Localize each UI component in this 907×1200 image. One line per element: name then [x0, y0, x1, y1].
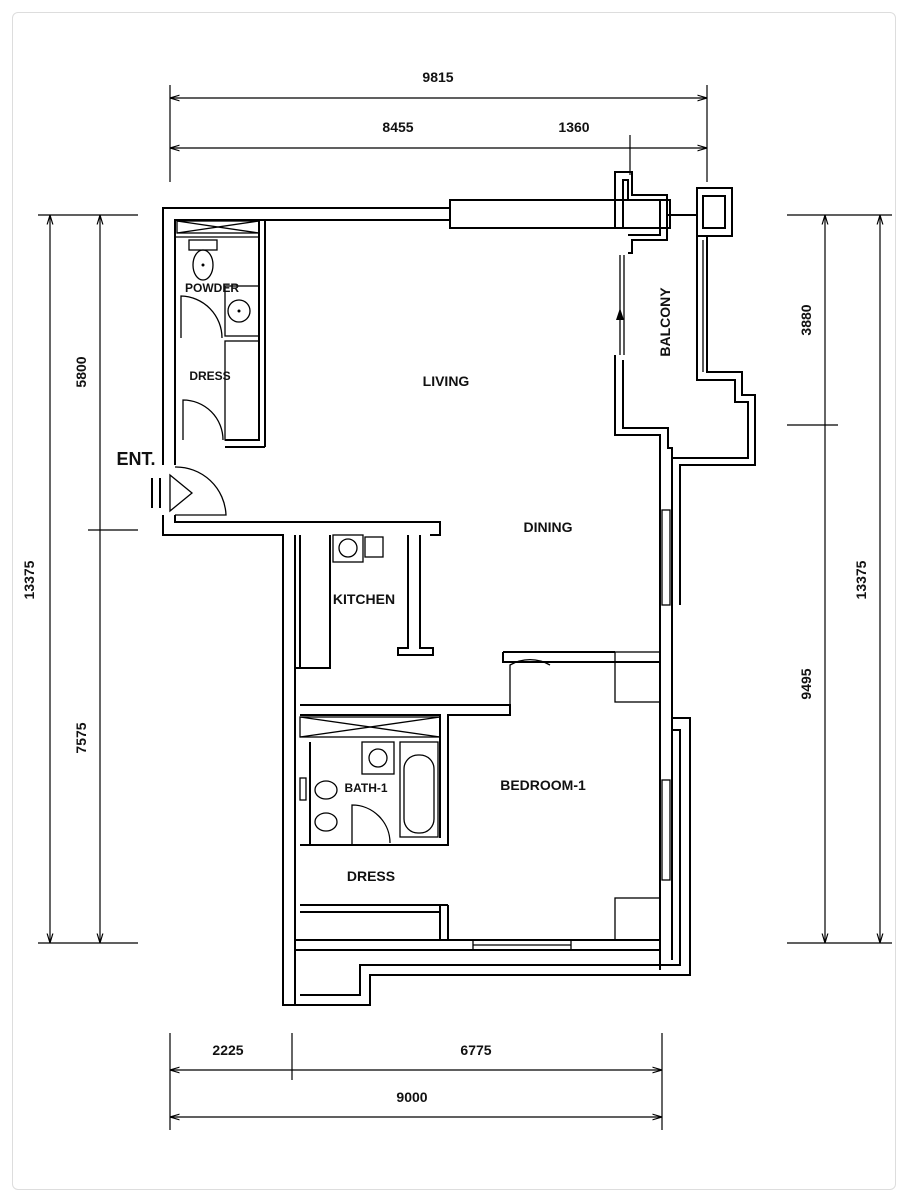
- dim-right-upper: 3880: [798, 304, 814, 335]
- page-frame: [12, 12, 896, 1190]
- dim-bottom-right: 6775: [460, 1042, 491, 1058]
- entrance-label: ENT.: [116, 449, 155, 469]
- dim-right-lower: 9495: [798, 668, 814, 699]
- dim-left-lower: 7575: [73, 722, 89, 753]
- room-label-bath-1: BATH-1: [344, 781, 387, 795]
- dim-top-left: 8455: [382, 119, 413, 135]
- dim-top-right: 1360: [558, 119, 589, 135]
- dimension-lines: [38, 85, 892, 1130]
- room-label-balcony: BALCONY: [657, 287, 673, 357]
- room-label-dress-top: DRESS: [189, 369, 230, 383]
- dim-bottom-total: 9000: [396, 1089, 427, 1105]
- room-label-kitchen: KITCHEN: [333, 591, 395, 607]
- walls: [151, 171, 756, 1006]
- dim-left-total: 13375: [21, 560, 37, 599]
- room-label-powder: POWDER: [185, 281, 239, 295]
- room-label-living: LIVING: [423, 373, 470, 389]
- dim-left-upper: 5800: [73, 356, 89, 387]
- dim-right-total: 13375: [853, 560, 869, 599]
- room-label-dress-bottom: DRESS: [347, 868, 395, 884]
- dim-top-total: 9815: [422, 69, 453, 85]
- room-label-dining: DINING: [524, 519, 573, 535]
- dim-bottom-left: 2225: [212, 1042, 243, 1058]
- room-label-bedroom-1: BEDROOM-1: [500, 777, 586, 793]
